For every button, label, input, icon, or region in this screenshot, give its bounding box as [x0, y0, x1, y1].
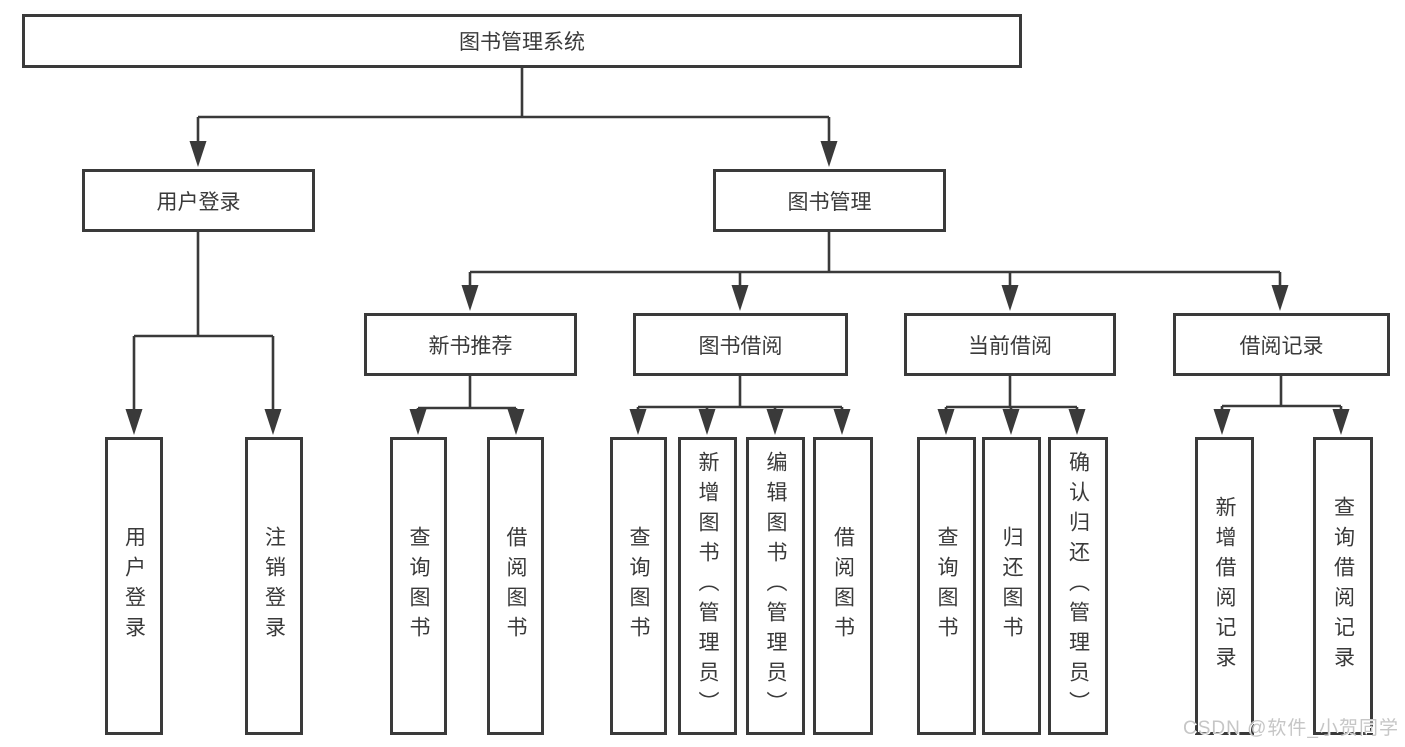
arrowhead	[1001, 285, 1019, 311]
arrowhead	[189, 141, 207, 167]
arrowhead	[1271, 285, 1289, 311]
arrowhead	[1002, 409, 1020, 435]
node-borrow-records: 借阅记录	[1173, 313, 1390, 376]
leaf-edit-books-admin: 编辑图书（管理员）	[746, 437, 805, 735]
arrowhead	[264, 409, 282, 435]
leaf-borrow-books: 借阅图书	[813, 437, 873, 735]
node-current-borrow: 当前借阅	[904, 313, 1116, 376]
leaf-add-books-admin: 新增图书（管理员）	[678, 437, 737, 735]
arrowhead	[731, 285, 749, 311]
leaf-return-books: 归还图书	[982, 437, 1041, 735]
edge-user-login-children	[132, 232, 275, 411]
arrowhead	[629, 409, 647, 435]
arrowhead	[461, 285, 479, 311]
csdn-watermark: CSDN @软件_小贺同学	[1183, 718, 1399, 739]
leaf-recommend-query-books: 查询图书	[390, 437, 447, 735]
leaf-confirm-return-admin: 确认归还（管理员）	[1048, 437, 1108, 735]
node-new-book-recommend: 新书推荐	[364, 313, 577, 376]
leaf-current-query-books: 查询图书	[917, 437, 976, 735]
leaf-logout: 注销登录	[245, 437, 303, 735]
edge-root-children	[196, 68, 831, 143]
leaf-recommend-borrow-books: 借阅图书	[487, 437, 544, 735]
edge-current-borrow-children	[944, 376, 1079, 411]
edge-book-borrow-children	[636, 376, 844, 411]
edge-borrow-records-children	[1220, 376, 1343, 411]
leaf-add-borrow-record: 新增借阅记录	[1195, 437, 1254, 735]
arrowhead	[698, 409, 716, 435]
arrowhead	[766, 409, 784, 435]
arrowhead	[125, 409, 143, 435]
arrowhead	[833, 409, 851, 435]
arrowhead	[409, 409, 427, 435]
leaf-user-login: 用户登录	[105, 437, 163, 735]
edge-new-book-recommend-children	[416, 376, 518, 411]
arrowhead	[820, 141, 838, 167]
leaf-borrow-query-books: 查询图书	[610, 437, 667, 735]
leaf-query-borrow-record: 查询借阅记录	[1313, 437, 1373, 735]
node-user-login: 用户登录	[82, 169, 315, 232]
edge-book-management-children	[468, 232, 1282, 287]
arrowhead	[507, 409, 525, 435]
node-book-borrow: 图书借阅	[633, 313, 848, 376]
arrowhead	[937, 409, 955, 435]
node-book-management: 图书管理	[713, 169, 946, 232]
arrowhead	[1213, 409, 1231, 435]
node-library-management-system: 图书管理系统	[22, 14, 1022, 68]
arrowhead	[1332, 409, 1350, 435]
arrowhead	[1068, 409, 1086, 435]
